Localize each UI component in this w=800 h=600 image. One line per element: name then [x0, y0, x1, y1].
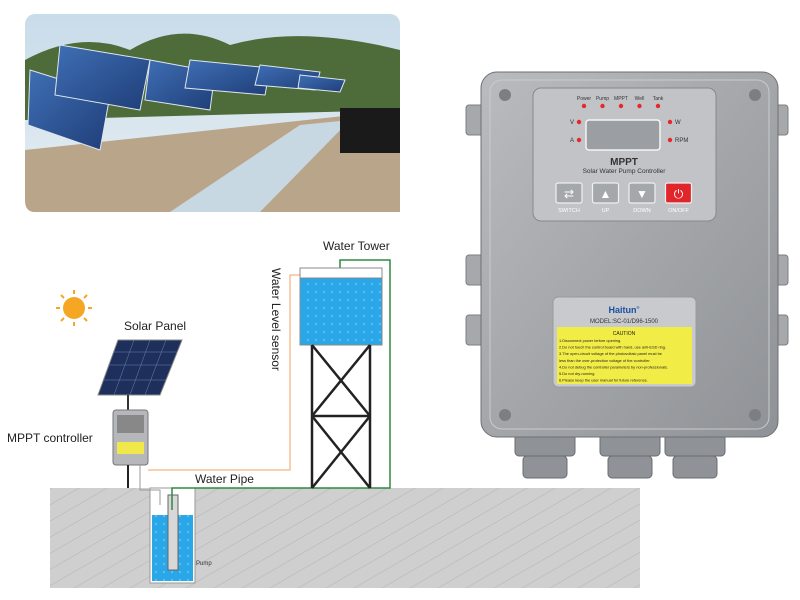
indicator-led	[581, 103, 587, 109]
pump-label: Pump	[196, 561, 212, 567]
submersible-pump	[167, 494, 179, 571]
indicator-led	[637, 103, 642, 109]
rpm-label: RPM	[675, 138, 688, 144]
brand-mark: ®	[637, 305, 640, 310]
mppt-controller-label: MPPT controller	[7, 431, 93, 445]
button-up[interactable]: ▲ UP	[591, 182, 620, 214]
indicator-led	[618, 103, 624, 109]
pump-system-diagram: Pump Solar Panel	[7, 239, 640, 588]
up-arrow-icon: ▲	[600, 187, 612, 201]
water-tower	[299, 267, 383, 489]
indicator-leds: Power Pump MPPT Well Tank	[577, 96, 664, 109]
a-label: A	[570, 138, 574, 144]
caution-box	[557, 327, 692, 384]
cable-glands	[514, 431, 726, 479]
sensor-wire	[148, 274, 300, 471]
indicator-led	[600, 103, 605, 109]
mppt-title: MPPT	[610, 157, 638, 168]
brand-text: Haitun	[609, 305, 637, 315]
model-text: MODEL:SC-01/D96-1500	[590, 319, 659, 325]
mppt-controller-small	[112, 409, 149, 466]
button-label: SWITCH	[558, 208, 580, 214]
button-switch[interactable]: ⇄ SWITCH	[555, 182, 583, 214]
caution-line: 6.Please keep the user manual for future…	[559, 378, 648, 383]
button-label: UP	[602, 208, 610, 214]
ground	[50, 488, 640, 588]
solar-panel	[97, 339, 183, 410]
down-arrow-icon: ▼	[636, 187, 648, 201]
switch-arrows-icon: ⇄	[564, 187, 574, 201]
screw-icons	[499, 89, 761, 421]
button-onoff[interactable]: ⏻ ON/OFF	[664, 182, 693, 214]
brand-name: Haitun®	[609, 305, 640, 315]
display-screen	[585, 119, 661, 151]
caution-line: 5.Do not dry-running	[559, 371, 594, 376]
caution-line: less than the over-protection voltage of…	[559, 358, 650, 363]
indicator-label: Pump	[596, 96, 609, 102]
caution-line: 1.Disconnect power before opening.	[559, 338, 621, 343]
v-label: V	[570, 120, 574, 126]
solar-panel-label: Solar Panel	[124, 319, 186, 333]
indicator-label: Power	[577, 96, 592, 102]
caution-title: CAUTION	[613, 331, 636, 337]
w-label: W	[675, 120, 681, 126]
indicator-led	[655, 103, 661, 109]
caution-line: 4.Do not debug the controller parameters…	[559, 364, 668, 369]
power-icon: ⏻	[674, 187, 684, 201]
caution-line: 3.The open-circuit voltage of the photov…	[559, 351, 662, 356]
water-pipe	[171, 259, 391, 510]
controller-subtitle: Solar Water Pump Controller	[583, 168, 667, 175]
sun-icon	[56, 290, 92, 326]
indicator-label: MPPT	[614, 96, 628, 102]
solar-pump-field-photo	[25, 14, 400, 212]
indicator-label: Tank	[653, 96, 664, 102]
water-pipe-label: Water Pipe	[195, 472, 254, 486]
button-label: ON/OFF	[668, 208, 689, 214]
button-label: DOWN	[633, 208, 650, 214]
button-down[interactable]: ▼ DOWN	[628, 182, 656, 214]
indicator-label: Well	[635, 96, 645, 102]
caution-line: 2.Do not touch the control board with ha…	[559, 345, 666, 350]
control-buttons: ⇄ SWITCH ▲ UP ▼ DOWN ⏻ ON/OFF	[555, 182, 693, 214]
water-level-sensor-label: Water Level sensor	[269, 268, 283, 371]
water-tower-label: Water Tower	[323, 239, 390, 253]
